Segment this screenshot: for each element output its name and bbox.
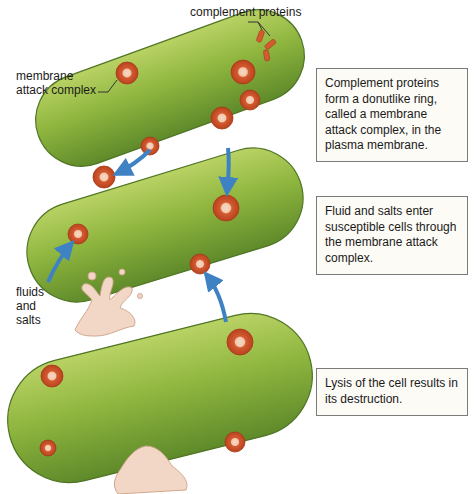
bacterium bbox=[15, 136, 316, 315]
membrane-attack-complex bbox=[40, 60, 260, 456]
part-label: fluids and salts bbox=[16, 286, 56, 327]
step-text: Lysis of the cell results in its destruc… bbox=[325, 376, 459, 407]
step-box: Complement proteins form a donutlike rin… bbox=[316, 68, 468, 162]
bacterium bbox=[0, 300, 325, 494]
step-text: Fluid and salts enter susceptible cells … bbox=[325, 204, 459, 266]
part-label: membrane attack complex bbox=[16, 70, 100, 98]
complement-protein bbox=[256, 30, 276, 62]
lysis-burst bbox=[75, 269, 187, 494]
leader-line bbox=[98, 22, 270, 92]
part-label: complement proteins bbox=[190, 6, 320, 20]
step-box: Fluid and salts enter susceptible cells … bbox=[316, 196, 468, 275]
step-box: Lysis of the cell results in its destruc… bbox=[316, 368, 468, 416]
step-text: Complement proteins form a donutlike rin… bbox=[325, 76, 459, 154]
fluid-arrow bbox=[48, 148, 229, 322]
